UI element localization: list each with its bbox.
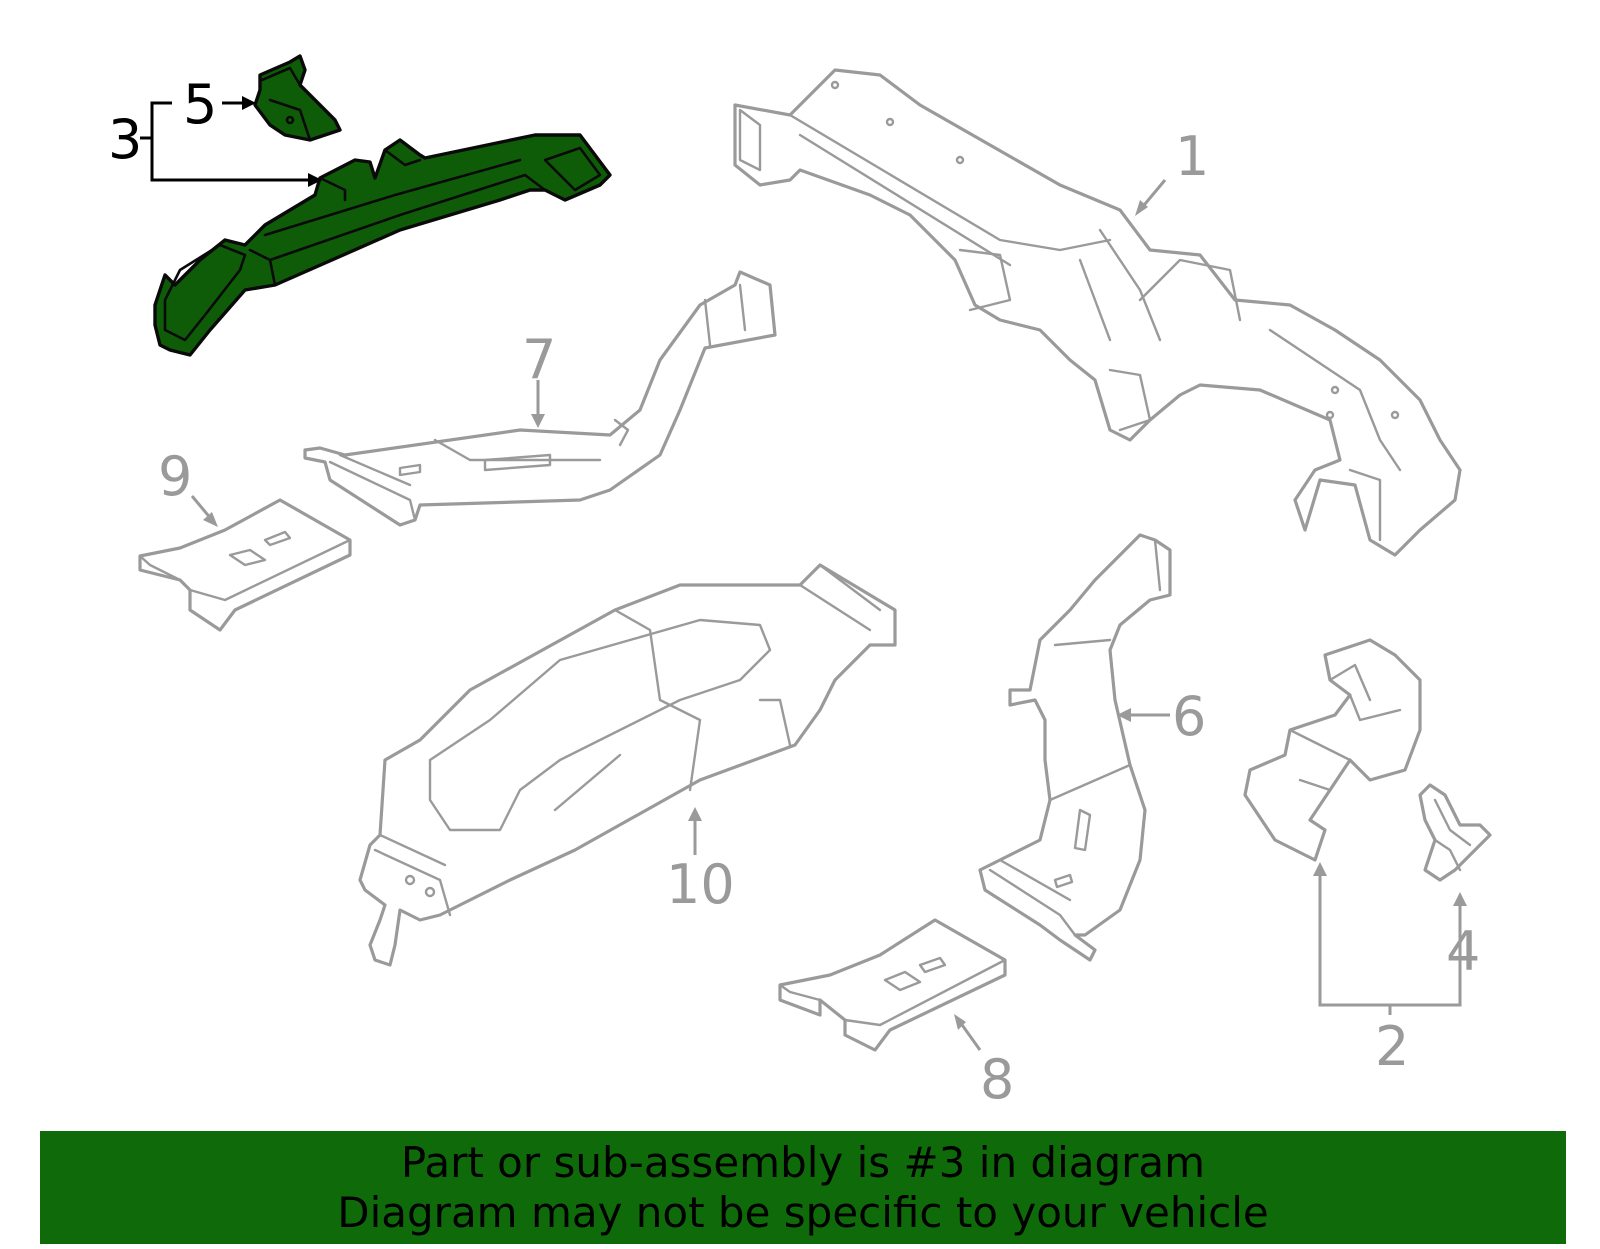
callout-4: 4 [1446, 920, 1480, 983]
part-1-main-duct[interactable] [733, 68, 1462, 557]
banner-line-1: Part or sub-assembly is #3 in diagram [400, 1137, 1206, 1187]
callout-leaders [140, 96, 1467, 1051]
part-5-bracket[interactable] [253, 54, 342, 142]
part-6-vertical-duct[interactable] [978, 533, 1172, 962]
callout-2: 2 [1375, 1015, 1409, 1078]
part-3-upper-duct[interactable] [153, 133, 612, 357]
info-banner: Part or sub-assembly is #3 in diagram Di… [40, 1131, 1566, 1244]
part-8-plate[interactable] [778, 918, 1007, 1052]
callout-1: 1 [1175, 125, 1209, 188]
callout-8: 8 [980, 1048, 1014, 1111]
part-7-center-duct[interactable] [303, 270, 777, 527]
part-4-clip[interactable] [1418, 783, 1492, 882]
callout-10: 10 [666, 853, 735, 916]
callout-5: 5 [183, 73, 217, 136]
banner-line-2: Diagram may not be specific to your vehi… [337, 1187, 1269, 1237]
part-10-lower-duct[interactable] [358, 563, 897, 967]
callout-7: 7 [522, 328, 556, 391]
part-2-bracket-duct[interactable] [1243, 638, 1422, 862]
callout-9: 9 [158, 445, 192, 508]
part-9-plate[interactable] [138, 498, 352, 632]
callout-6: 6 [1172, 685, 1206, 748]
callout-3: 3 [108, 108, 142, 171]
